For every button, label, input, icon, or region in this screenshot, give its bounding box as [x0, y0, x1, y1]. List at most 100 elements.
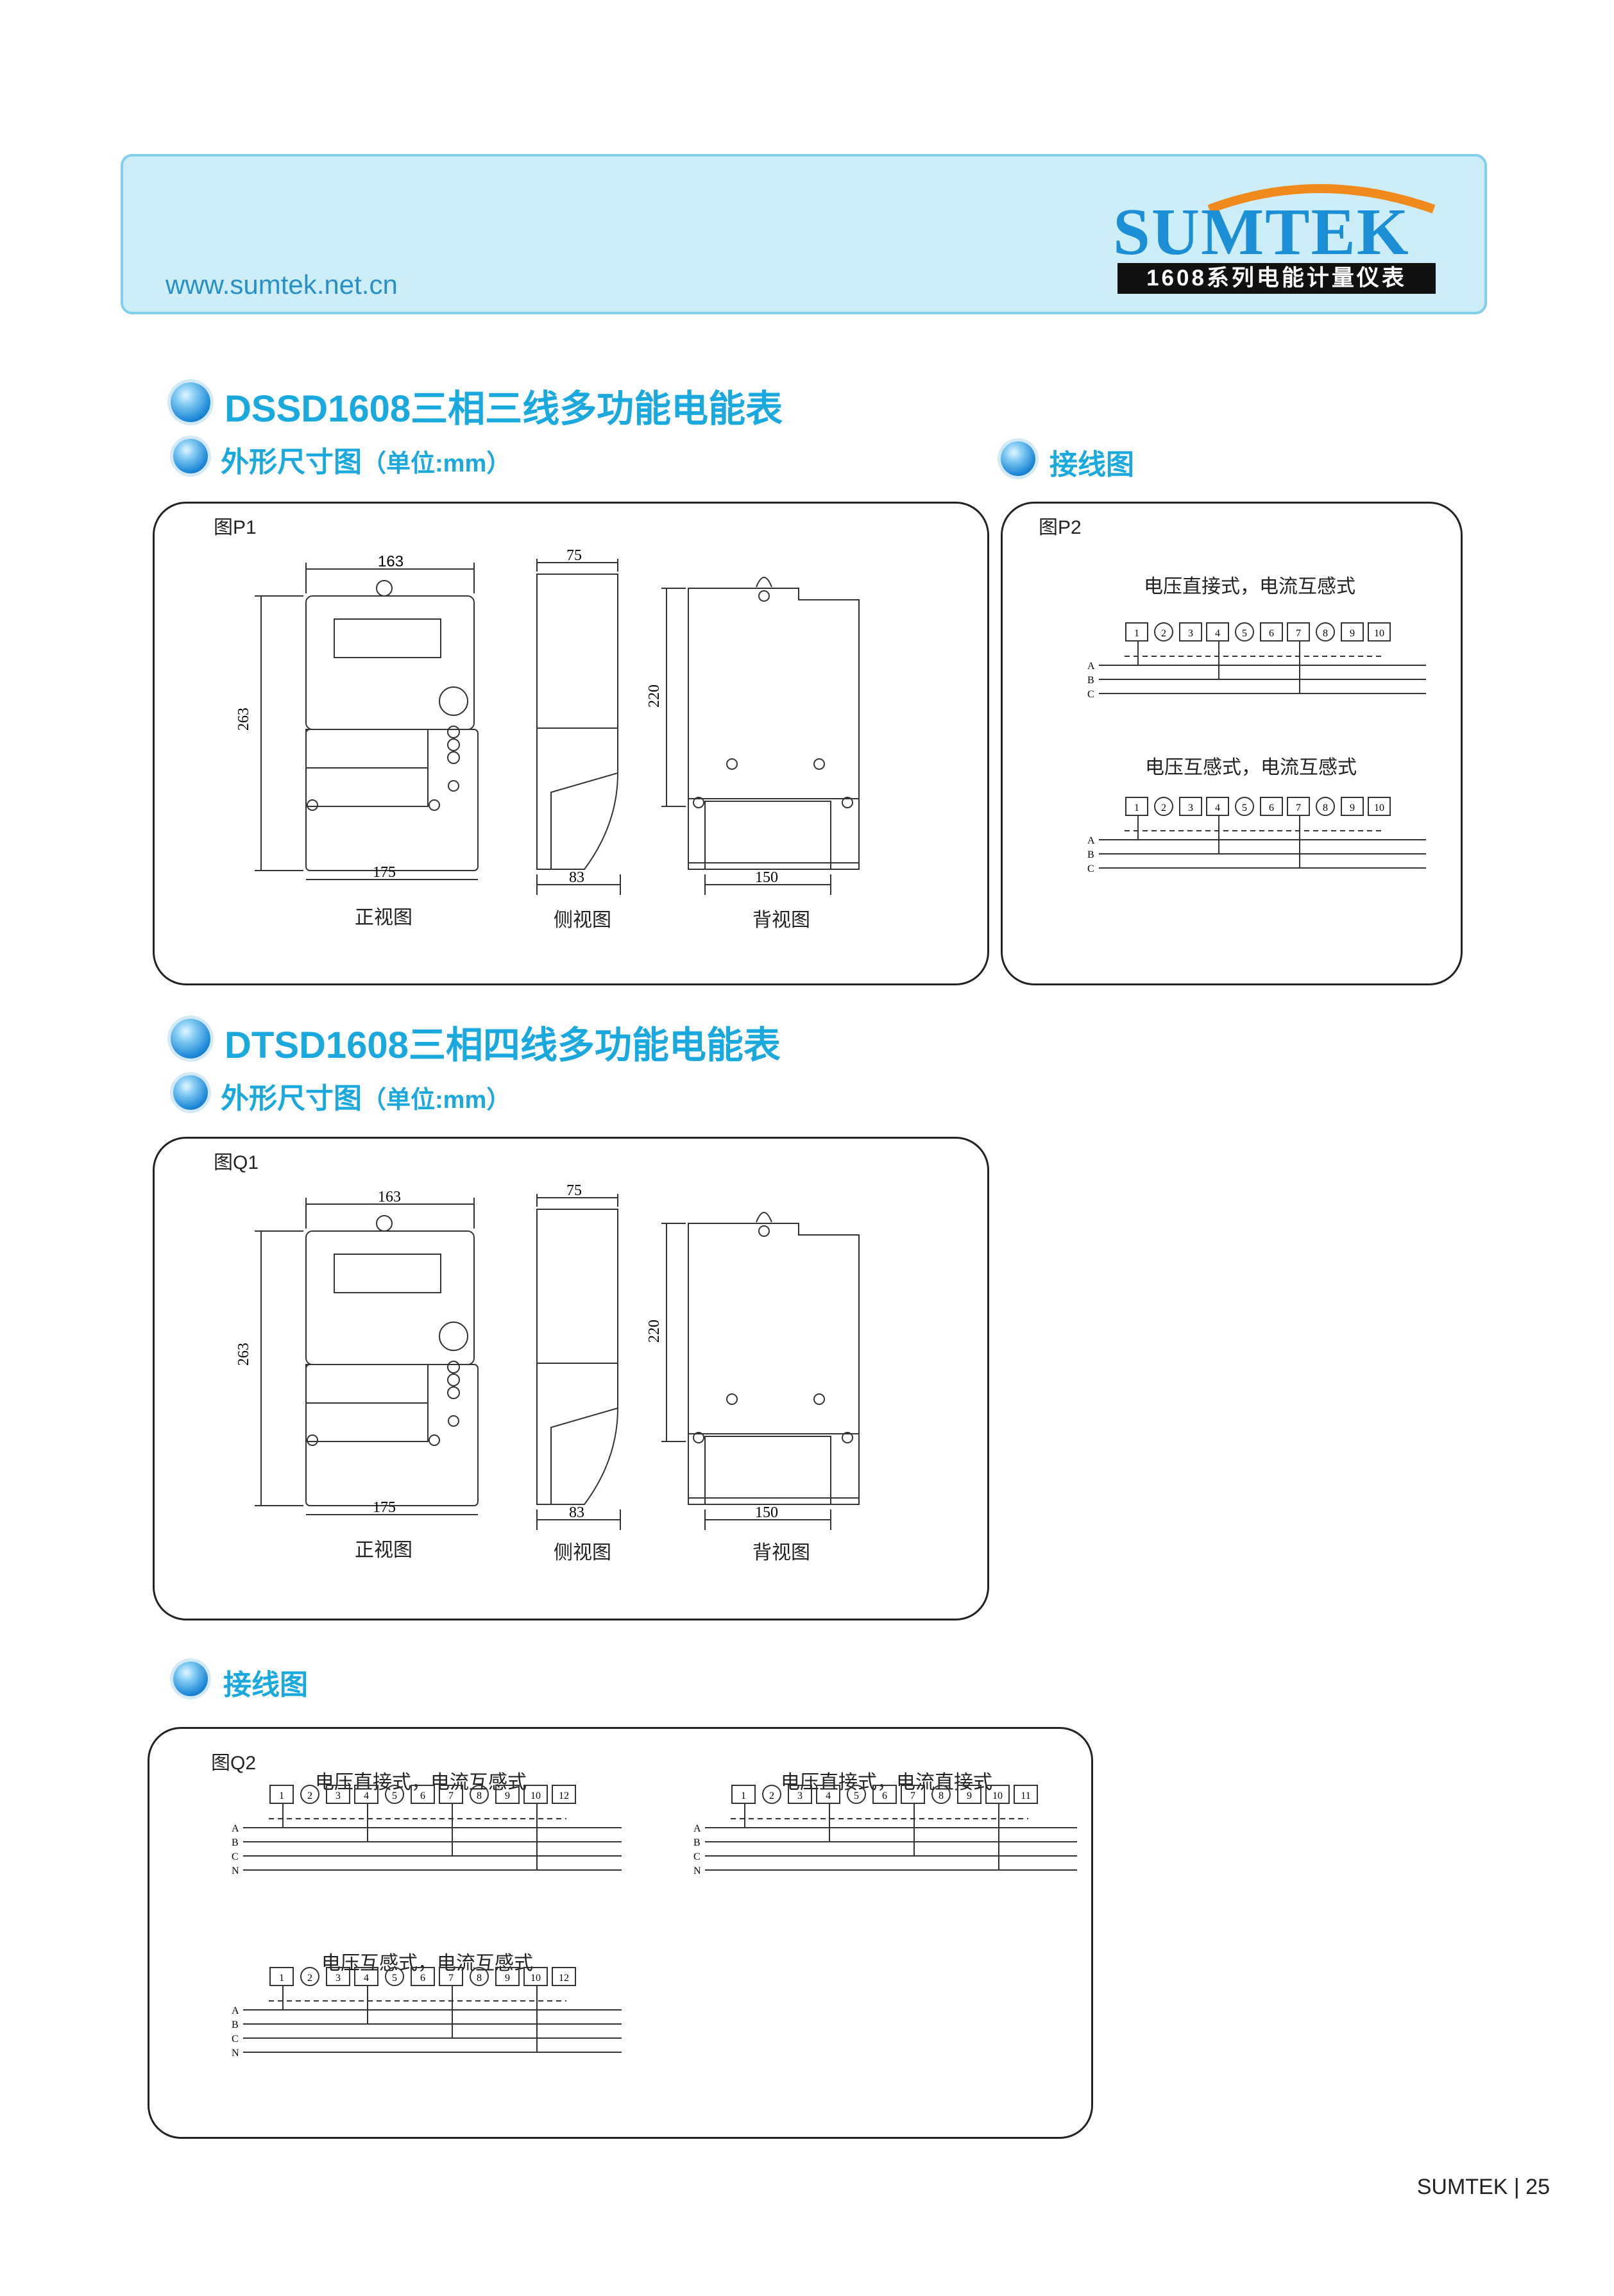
terminal-2: [300, 1967, 319, 1986]
phase-label: B: [232, 1837, 239, 1848]
terminal-label: 9: [1350, 803, 1355, 813]
terminal-2: [762, 1785, 781, 1804]
terminal-4: [816, 1785, 840, 1804]
figure-label: 图Q2: [211, 1753, 257, 1774]
terminal-label: 7: [1296, 628, 1301, 639]
terminal-8: [1316, 797, 1335, 816]
meter-dimension-drawing: 163 263 175 75 83 220 150: [235, 547, 860, 895]
dim-side-bottom: 83: [569, 1504, 584, 1521]
sumtek-logo: SUMTEK: [1113, 184, 1436, 269]
terminal-3: [788, 1785, 812, 1804]
terminal-label: 5: [1242, 628, 1247, 639]
dim-height: 263: [235, 1343, 252, 1366]
terminal-5: [385, 1785, 404, 1804]
terminal-7: [439, 1967, 463, 1986]
terminal-label: 7: [1296, 803, 1301, 813]
terminal-9: [495, 1785, 520, 1804]
terminal-11: [1014, 1785, 1038, 1804]
terminal-2: [1154, 797, 1173, 816]
section1-title: DSSD1608三相三线多功能电能表: [225, 388, 783, 430]
terminal-label: 3: [336, 1790, 341, 1801]
dim-height: 263: [235, 708, 252, 731]
phase-label: C: [232, 2034, 239, 2045]
footer-brand: SUMTEK: [1416, 2175, 1508, 2199]
terminal-label: 12: [559, 1790, 569, 1801]
terminal-label: 4: [1215, 803, 1220, 813]
terminal-1: [1125, 797, 1148, 816]
terminal-4: [354, 1967, 378, 1986]
wiring-diagram-title: 电压互感式，电流互感式: [1145, 757, 1357, 778]
terminal-8: [470, 1967, 489, 1986]
terminal-1: [731, 1785, 756, 1804]
terminal-label: 10: [1374, 803, 1384, 813]
figure-label: 图P1: [214, 517, 257, 538]
caption-side-view: 侧视图: [554, 910, 611, 931]
terminal-5: [1235, 622, 1254, 642]
terminal-1: [1125, 622, 1148, 642]
terminal-3: [1179, 797, 1202, 816]
terminal-10: [985, 1785, 1010, 1804]
phase-label: A: [1087, 835, 1095, 846]
terminal-label: 5: [392, 1790, 397, 1801]
phase-label: C: [693, 1851, 701, 1862]
terminal-label: 8: [939, 1790, 944, 1801]
terminal-label: 6: [1269, 628, 1274, 639]
website-url[interactable]: www.sumtek.net.cn: [166, 269, 398, 300]
dim-width-top: 163: [378, 1189, 401, 1205]
page-footer: SUMTEK | 25: [1417, 2175, 1550, 2200]
section2-wiring-heading: 接线图: [223, 1669, 308, 1701]
terminal-label: 3: [1188, 803, 1193, 813]
terminal-label: 6: [420, 1973, 425, 1984]
terminal-label: 10: [992, 1790, 1003, 1801]
terminal-7: [439, 1785, 463, 1804]
dim-side-top: 75: [566, 547, 582, 564]
terminal-label: 7: [448, 1973, 454, 1984]
figure-label: 图Q1: [214, 1152, 259, 1173]
phase-label: B: [693, 1837, 701, 1848]
terminal-1: [269, 1785, 294, 1804]
terminal-label: 3: [336, 1973, 341, 1984]
terminal-label: 4: [364, 1973, 369, 1984]
terminal-5: [385, 1967, 404, 1986]
terminal-10: [523, 1967, 548, 1986]
phase-label: A: [232, 2005, 239, 2016]
section-bullet-icon: [171, 1019, 210, 1059]
terminal-8: [931, 1785, 951, 1804]
caption-front-view: 正视图: [355, 907, 412, 928]
terminal-10: [523, 1785, 548, 1804]
phase-label: N: [232, 2048, 239, 2059]
terminal-5: [1235, 797, 1254, 816]
terminal-8: [470, 1785, 489, 1804]
terminal-label: 5: [854, 1790, 859, 1801]
terminal-label: 3: [797, 1790, 803, 1801]
terminal-3: [1179, 622, 1202, 642]
figure-panel-q2: 图Q2 电压直接式，电流互感式 电压直接式，电流直接式 电压互感式，电流互感式 …: [148, 1727, 1093, 2139]
terminal-label: 10: [1374, 628, 1384, 639]
terminal-7: [1287, 622, 1310, 642]
terminal-label: 5: [1242, 803, 1247, 813]
terminal-6: [1260, 622, 1283, 642]
terminal-9: [1341, 622, 1364, 642]
page-number: 25: [1525, 2175, 1550, 2199]
dim-side-top: 75: [566, 1182, 582, 1199]
terminal-label: 6: [1269, 803, 1274, 813]
terminal-label: 10: [531, 1973, 541, 1984]
phase-label: N: [693, 1866, 701, 1876]
caption-front-view: 正视图: [355, 1540, 412, 1561]
terminal-label: 6: [420, 1790, 425, 1801]
terminal-3: [326, 1967, 350, 1986]
terminal-10: [1368, 622, 1391, 642]
section1-dims-heading: 外形尺寸图（单位:mm）: [221, 446, 511, 478]
terminal-label: 1: [279, 1790, 284, 1801]
terminal-label: 4: [826, 1790, 831, 1801]
terminal-4: [354, 1785, 378, 1804]
terminal-label: 10: [531, 1790, 541, 1801]
logo-tagline: 1608系列电能计量仪表: [1117, 263, 1436, 294]
phase-label: B: [1087, 675, 1094, 686]
section-bullet-icon: [171, 382, 210, 422]
